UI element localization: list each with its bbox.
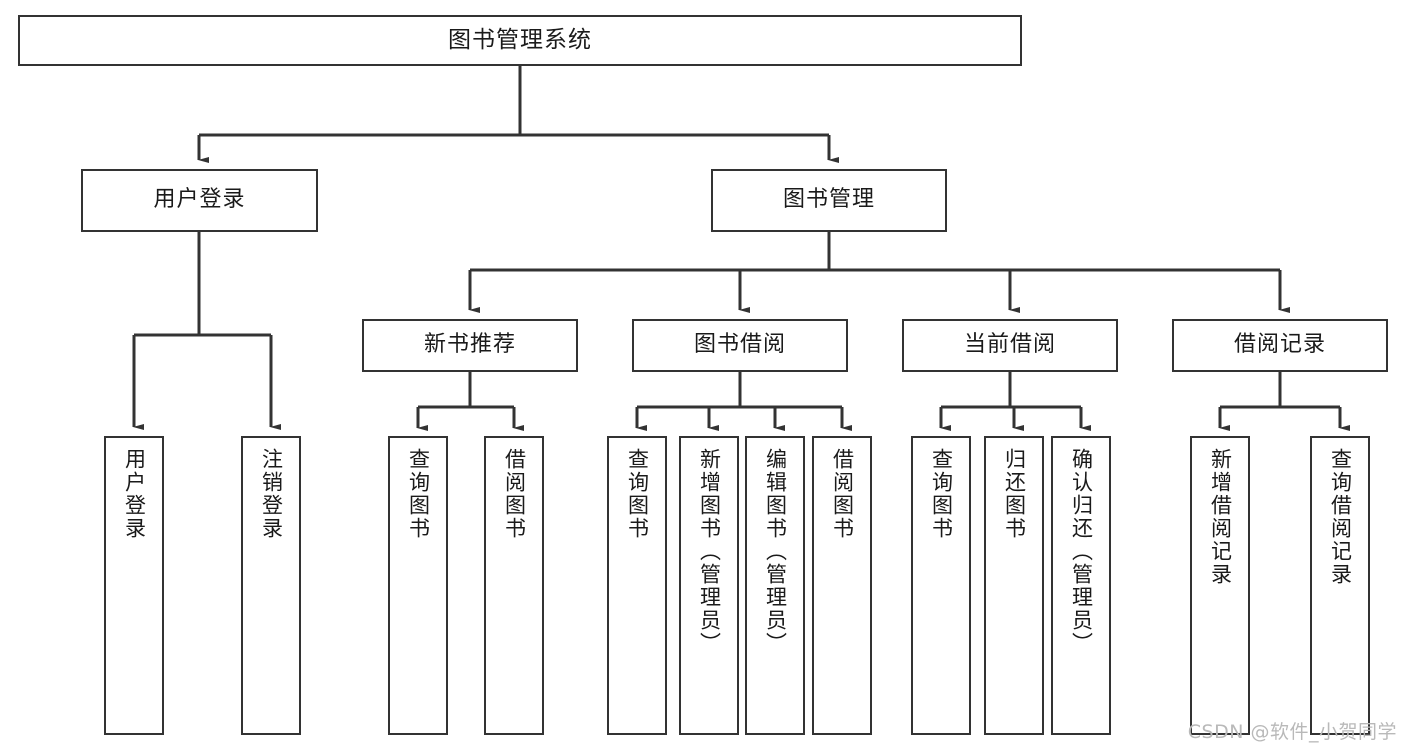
node-leaf-query-book-3-label: 查询图书 [929,448,954,540]
node-leaf-user-logout-label: 注销登录 [259,448,284,540]
node-leaf-query-book-2[interactable]: 查询图书 [607,436,667,735]
node-leaf-query-book-1-label: 查询图书 [406,448,431,540]
node-user-login[interactable]: 用户登录 [81,169,318,232]
node-user-login-label: 用户登录 [153,187,246,213]
node-leaf-edit-book-admin-label: 编辑图书（管理员） [763,448,788,655]
node-root-label: 图书管理系统 [448,26,592,53]
node-borrow-record[interactable]: 借阅记录 [1172,319,1388,372]
node-leaf-add-borrow-record[interactable]: 新增借阅记录 [1190,436,1250,735]
watermark: CSDN @软件_小贺同学 [1187,721,1397,743]
node-book-manage-label: 图书管理 [782,187,875,213]
node-leaf-query-book-2-label: 查询图书 [625,448,650,540]
node-leaf-query-book-3[interactable]: 查询图书 [911,436,971,735]
node-book-borrow-label: 图书借阅 [693,332,786,358]
node-leaf-confirm-return-admin-label: 确认归还（管理员） [1069,448,1094,655]
node-new-book-recommend[interactable]: 新书推荐 [362,319,578,372]
node-leaf-query-borrow-record-label: 查询借阅记录 [1328,448,1353,586]
node-leaf-borrow-book-2[interactable]: 借阅图书 [812,436,872,735]
node-leaf-user-login[interactable]: 用户登录 [104,436,164,735]
node-borrow-record-label: 借阅记录 [1233,332,1326,358]
node-root[interactable]: 图书管理系统 [18,15,1022,66]
node-leaf-borrow-book-1[interactable]: 借阅图书 [484,436,544,735]
node-new-book-recommend-label: 新书推荐 [423,332,516,358]
node-leaf-add-book-admin[interactable]: 新增图书（管理员） [679,436,739,735]
node-leaf-user-login-label: 用户登录 [122,448,147,540]
node-book-borrow[interactable]: 图书借阅 [632,319,848,372]
node-book-manage[interactable]: 图书管理 [711,169,947,232]
node-leaf-borrow-book-1-label: 借阅图书 [502,448,527,540]
node-leaf-confirm-return-admin[interactable]: 确认归还（管理员） [1051,436,1111,735]
node-leaf-user-logout[interactable]: 注销登录 [241,436,301,735]
node-leaf-return-book[interactable]: 归还图书 [984,436,1044,735]
node-leaf-add-borrow-record-label: 新增借阅记录 [1208,448,1233,586]
node-leaf-return-book-label: 归还图书 [1002,448,1027,540]
node-current-borrow[interactable]: 当前借阅 [902,319,1118,372]
node-current-borrow-label: 当前借阅 [963,332,1056,358]
node-leaf-query-book-1[interactable]: 查询图书 [388,436,448,735]
node-leaf-query-borrow-record[interactable]: 查询借阅记录 [1310,436,1370,735]
node-leaf-borrow-book-2-label: 借阅图书 [830,448,855,540]
node-leaf-add-book-admin-label: 新增图书（管理员） [697,448,722,655]
node-leaf-edit-book-admin[interactable]: 编辑图书（管理员） [745,436,805,735]
